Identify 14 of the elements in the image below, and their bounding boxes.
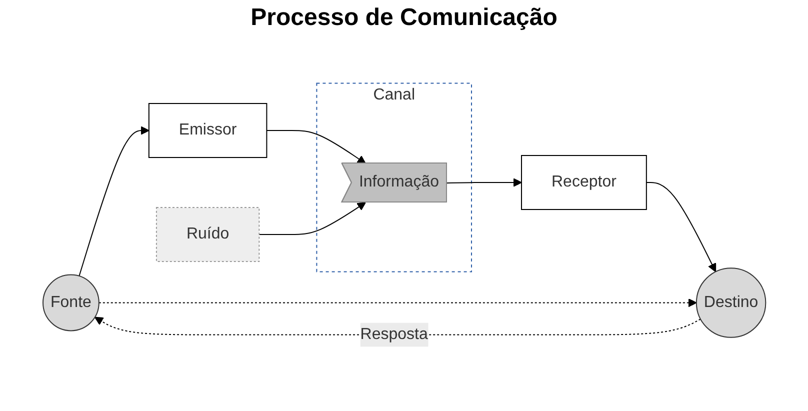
node-circle: Destino xyxy=(696,267,766,338)
arrow xyxy=(78,126,149,276)
node-box: Ruído xyxy=(156,206,260,262)
node-box: Receptor xyxy=(520,154,647,210)
node-box: Emissor xyxy=(148,102,267,158)
arrow xyxy=(266,130,366,164)
arrow xyxy=(98,298,696,307)
arrow xyxy=(258,202,366,234)
node-circle: Fonte xyxy=(42,274,100,331)
diagram-title: Processo de Comunicação xyxy=(250,4,558,32)
arrow xyxy=(646,182,716,272)
edge-label: Resposta xyxy=(360,325,428,342)
arrow xyxy=(446,178,522,186)
arrow xyxy=(94,316,701,335)
